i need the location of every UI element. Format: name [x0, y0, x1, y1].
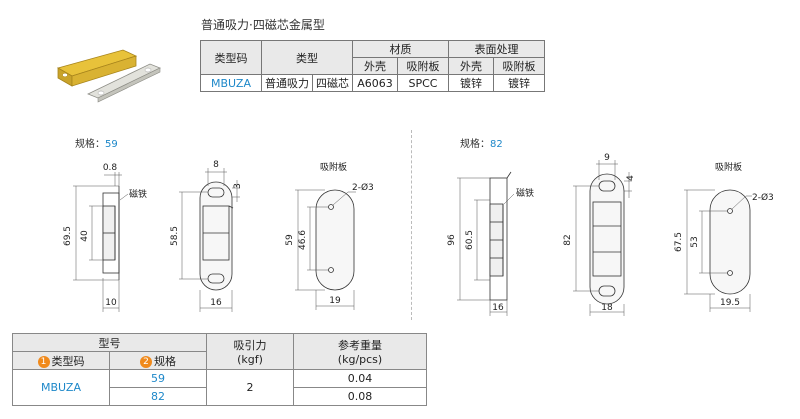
dim-82-width: 9: [604, 153, 610, 163]
dim-82-body-h: 82: [563, 234, 573, 245]
header-shell-surface: 外壳: [448, 57, 494, 75]
cell-surf-shell: 镀锌: [448, 74, 494, 92]
cell-surf-plate: 镀锌: [493, 74, 545, 92]
cell-spec-59: 59: [109, 369, 207, 388]
dim-82-side-w: 16: [492, 303, 504, 313]
header-type: 类型: [261, 40, 353, 75]
cell-mat-plate: SPCC: [397, 74, 449, 92]
header-plate-surface: 吸附板: [493, 57, 545, 75]
label-82-magnet: 磁铁: [516, 187, 534, 199]
dim-59-plate-w: 19: [329, 296, 341, 306]
header-model: 型号: [12, 333, 207, 352]
dim-59-top: 0.8: [103, 163, 118, 173]
dim-82-holes: 2-Ø3: [752, 192, 774, 203]
cell-model-code: MBUZA: [12, 369, 110, 406]
dim-82-plate-h: 67.5: [674, 232, 684, 252]
cell-mat-shell: A6063: [352, 74, 398, 92]
dim-59-body-h: 58.5: [170, 226, 180, 246]
dim-59-mag-h: 40: [80, 230, 90, 242]
dim-59-plate-hole-dist: 46.6: [298, 230, 308, 250]
dim-59-width: 8: [213, 160, 219, 170]
cell-spec-82: 82: [109, 387, 207, 406]
cell-weight-59: 0.04: [293, 369, 427, 388]
header-weight: 参考重量(kg/pcs): [293, 333, 427, 370]
spec-82-label: 规格：82: [460, 139, 503, 150]
header-force: 吸引力(kgf): [206, 333, 294, 370]
dim-82-hole: 4: [626, 175, 636, 181]
dim-82-body-w: 18: [601, 303, 613, 313]
label-59-plate: 吸附板: [320, 161, 347, 173]
dim-59-total-h: 69.5: [63, 226, 73, 246]
header-shell: 外壳: [352, 57, 398, 75]
dim-82-total-h: 96: [447, 234, 457, 246]
header-model-code: 类型码: [200, 40, 262, 75]
dim-82-mag-h: 60.5: [465, 230, 475, 250]
dim-82-plate-hole-dist: 53: [690, 236, 700, 247]
spec-59-label: 规格：59: [75, 139, 118, 150]
dim-82-plate-w: 19.5: [720, 298, 740, 308]
product-title: 普通吸力·四磁芯金属型: [201, 18, 325, 32]
product-photo: [56, 49, 161, 103]
cell-type2: 四磁芯: [312, 74, 353, 92]
dim-59-holes: 2-Ø3: [352, 182, 374, 193]
dim-59-base-w: 10: [105, 298, 117, 308]
dim-59-hole: 3: [233, 183, 243, 189]
label-82-plate: 吸附板: [715, 161, 742, 173]
dim-59-side-w: 16: [210, 298, 222, 308]
label-59-magnet: 磁铁: [129, 188, 147, 200]
section-divider: [411, 130, 412, 320]
dim-59-plate-h: 59: [285, 234, 295, 246]
drawing-spec-59: 69.5 40 10 0.8 磁铁 8 3 58.5 16: [63, 160, 374, 312]
cell-force: 2: [206, 369, 294, 406]
header-surface: 表面处理: [448, 40, 545, 58]
spec-table: 类型码 类型 材质 表面处理 外壳 吸附板 外壳 吸附板 MBUZA 普通吸力 …: [200, 40, 545, 92]
drawing-spec-82: 96 60.5 16 磁铁 9 4 82 18: [447, 153, 774, 316]
cell-code: MBUZA: [200, 74, 262, 92]
header-plate: 吸附板: [397, 57, 449, 75]
header-material: 材质: [352, 40, 449, 58]
cell-weight-82: 0.08: [293, 387, 427, 406]
cell-type1: 普通吸力: [261, 74, 313, 92]
